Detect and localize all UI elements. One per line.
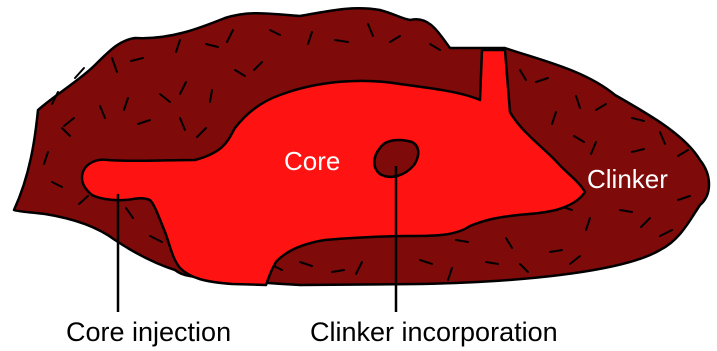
clinker-incorporation-label: Clinker incorporation [310, 317, 558, 347]
core-label: Core [284, 146, 340, 176]
clinker-label: Clinker [587, 164, 668, 194]
core-injection-label: Core injection [66, 317, 231, 347]
